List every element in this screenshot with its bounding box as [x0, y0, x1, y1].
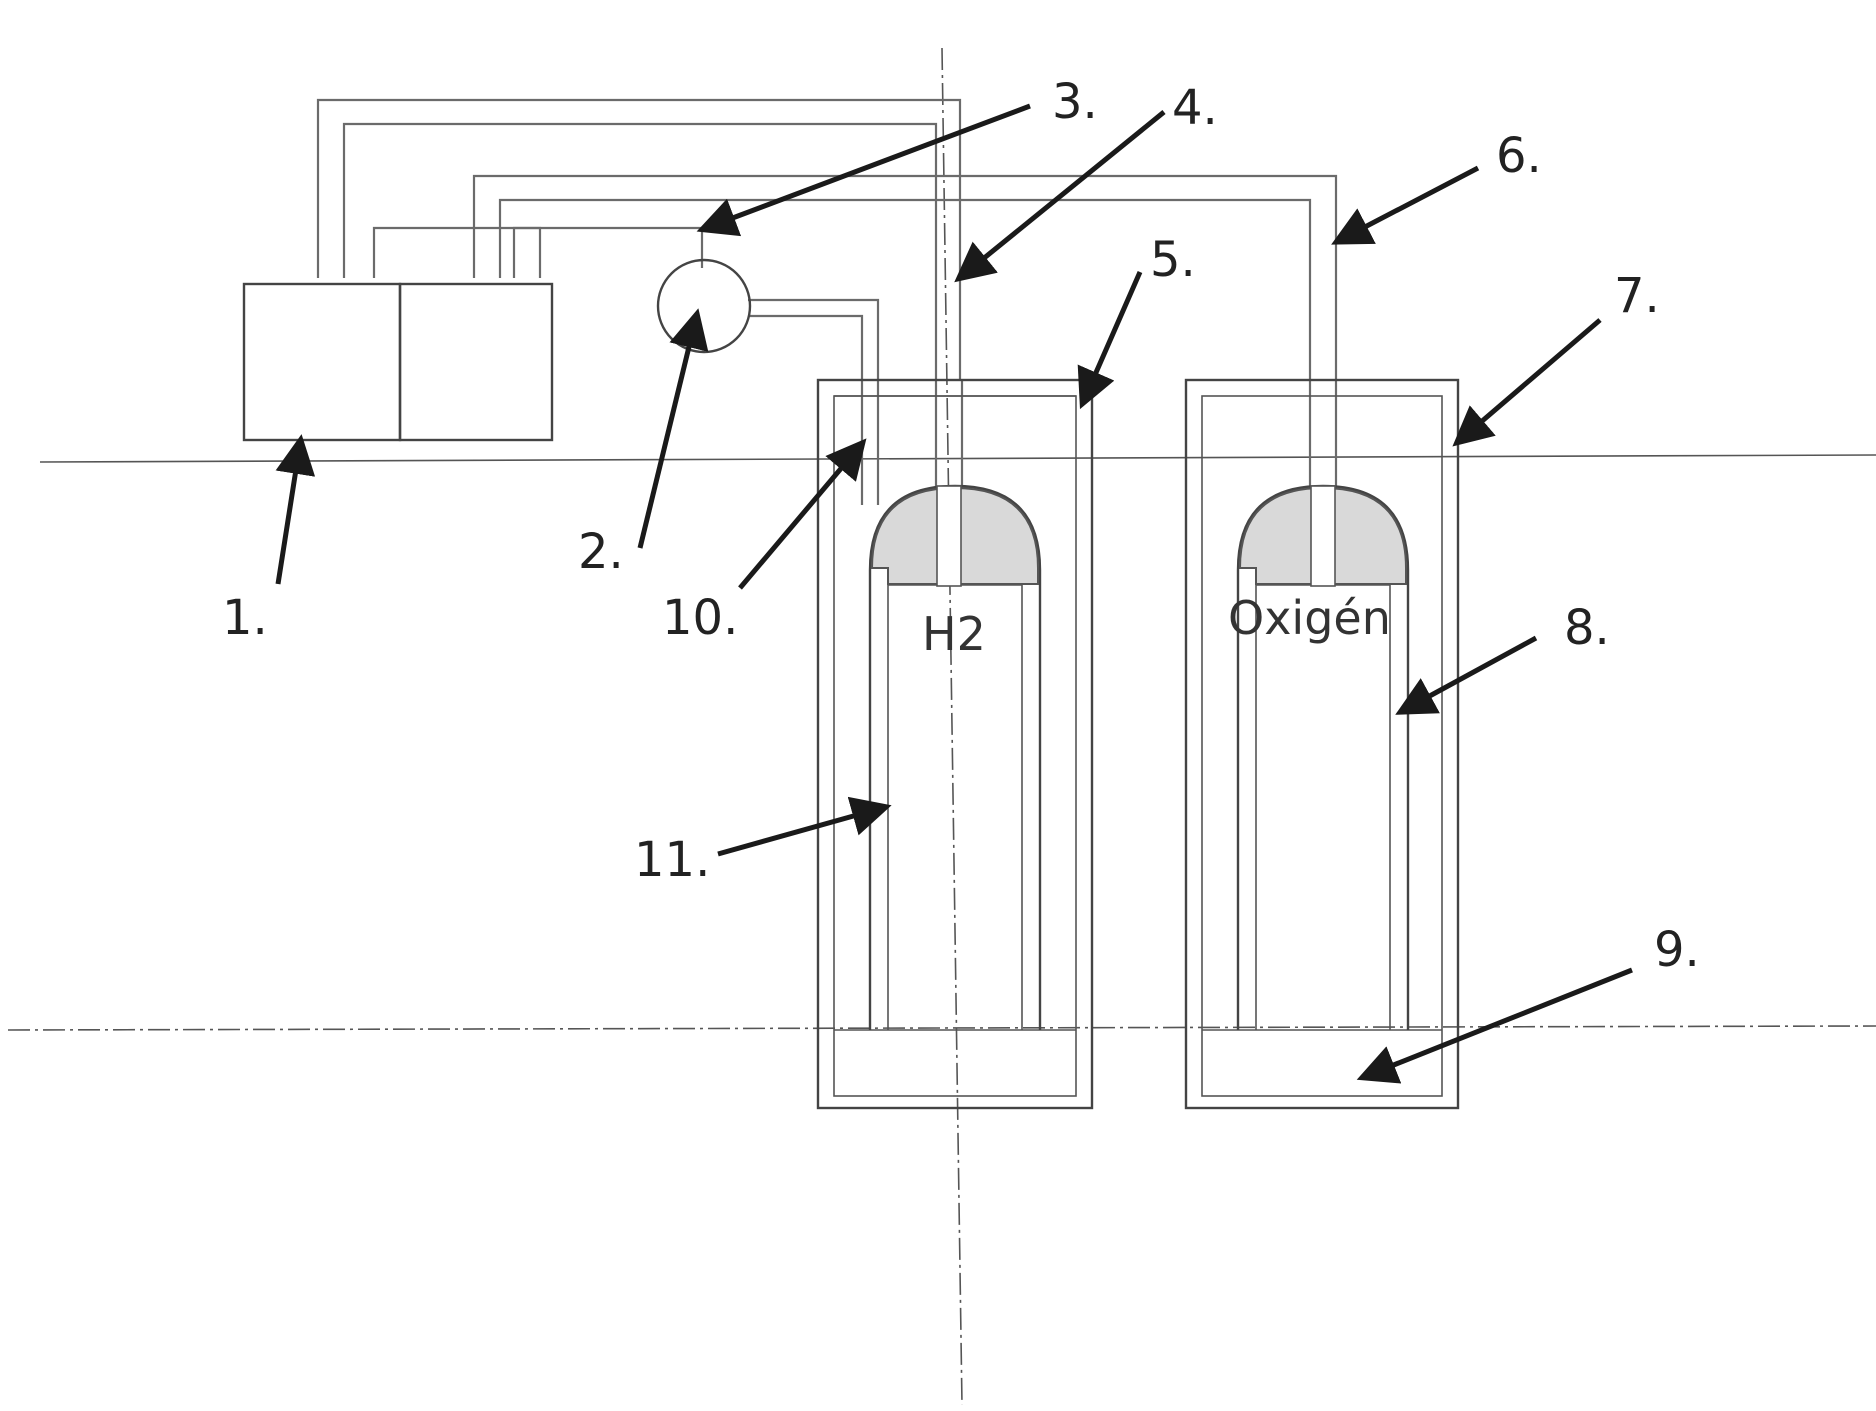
oxygen-tank: Oxigén	[1186, 380, 1458, 1108]
arrow-7	[1460, 320, 1600, 440]
control-unit-left-box	[244, 284, 400, 440]
horizontal-axis-upper	[40, 455, 1876, 462]
control-unit-right-box	[400, 284, 552, 440]
pipe-pump-line	[374, 228, 702, 278]
arrow-4	[962, 112, 1164, 276]
oxygen-inner-cylinder-wall	[1256, 585, 1390, 1030]
callout-5: 5.	[1150, 232, 1196, 288]
callout-3: 3.	[1052, 74, 1098, 130]
oxygen-label: Oxigén	[1228, 591, 1391, 645]
pump-circle	[658, 260, 750, 352]
pipe-oxygen-loop	[474, 176, 1336, 380]
callout-2: 2.	[578, 524, 624, 580]
callout-7: 7.	[1614, 268, 1660, 324]
axis-lines	[8, 48, 1876, 1405]
callout-1: 1.	[222, 590, 268, 646]
arrow-6	[1340, 168, 1478, 240]
callout-11: 11.	[634, 832, 710, 888]
hydrogen-dome-pipe-gap	[937, 486, 961, 586]
arrow-9	[1366, 970, 1632, 1076]
pipe-outer-loop-inner	[344, 124, 936, 380]
arrow-5	[1084, 272, 1140, 400]
hydrogen-label: H2	[922, 607, 986, 661]
piping-network	[318, 100, 1336, 560]
callout-6: 6.	[1496, 128, 1542, 184]
arrow-8	[1404, 638, 1536, 710]
callout-8: 8.	[1564, 600, 1610, 656]
arrow-11	[718, 808, 882, 854]
oxygen-dome-pipe-gap	[1311, 486, 1335, 586]
callout-4: 4.	[1172, 80, 1218, 136]
callout-10: 10.	[662, 590, 738, 646]
arrow-10	[740, 446, 860, 588]
pipe-outer-loop	[318, 100, 960, 380]
pipe-pump-to-tank	[748, 300, 878, 505]
pipe-pump-to-tank-inner	[748, 316, 862, 505]
control-unit	[244, 284, 552, 440]
callout-9: 9.	[1654, 922, 1700, 978]
arrow-1	[278, 444, 300, 584]
pipe-stub	[514, 228, 540, 278]
hydrogen-tank: H2	[818, 380, 1092, 1108]
arrow-2	[640, 318, 696, 548]
